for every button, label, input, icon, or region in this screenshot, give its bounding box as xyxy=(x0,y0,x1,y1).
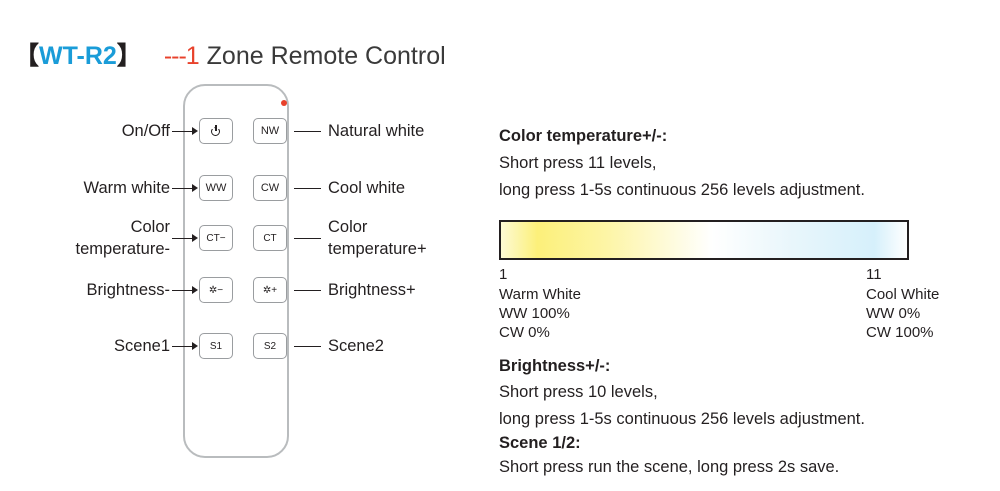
ct-line1: Short press 11 levels, xyxy=(499,154,657,172)
brightness-heading: Brightness+/-: xyxy=(499,357,611,375)
leader-brightness-minus xyxy=(172,290,193,291)
power-icon xyxy=(210,124,222,137)
title-model: WT-R2 xyxy=(39,42,117,70)
scene1-button[interactable]: S1 xyxy=(199,333,233,359)
scene-heading: Scene 1/2: xyxy=(499,434,581,452)
leader-on-off xyxy=(172,131,193,132)
color-temperature-gradient-bar xyxy=(499,220,909,260)
callout-warm-white: Warm white xyxy=(83,179,170,197)
callout-color-temperature-minus-line1: Color xyxy=(130,218,170,236)
scale-left-cw-value: CW 0% xyxy=(499,324,550,341)
leader-cool-white xyxy=(294,188,321,189)
title-dashes: --- xyxy=(163,42,187,70)
remote-body xyxy=(183,84,289,458)
leader-arrow-warm-white xyxy=(192,184,198,192)
callout-brightness-minus: Brightness- xyxy=(86,281,170,299)
leader-ct-minus xyxy=(172,238,193,239)
callout-scene1: Scene1 xyxy=(114,337,170,355)
leader-ct-plus xyxy=(294,238,321,239)
leader-arrow-ct-minus xyxy=(192,234,198,242)
scale-left-warm-white: Warm White xyxy=(499,286,581,303)
brightness-minus-button[interactable]: ✲− xyxy=(199,277,233,303)
scale-right-cool-white: Cool White xyxy=(866,286,940,303)
leader-arrow-brightness-minus xyxy=(192,286,198,294)
leader-scene2 xyxy=(294,346,321,347)
title-zone-count: 1 xyxy=(185,42,200,70)
warm-white-button[interactable]: WW xyxy=(199,175,233,201)
power-button[interactable] xyxy=(199,118,233,144)
callout-natural-white: Natural white xyxy=(328,122,425,140)
scale-left-number: 1 xyxy=(499,266,508,283)
title-bracket-open: 【 xyxy=(14,42,40,70)
callout-color-temperature-minus-line2: temperature- xyxy=(75,240,170,258)
scene-line1: Short press run the scene, long press 2s… xyxy=(499,458,840,476)
color-temperature-minus-button[interactable]: CT− xyxy=(199,225,233,251)
brightness-plus-button[interactable]: ✲+ xyxy=(253,277,287,303)
brightness-line1: Short press 10 levels, xyxy=(499,383,658,401)
callout-color-temperature-plus-line1: Color xyxy=(328,218,368,236)
callout-color-temperature-plus-line2: temperature+ xyxy=(328,240,427,258)
title-rest: Zone Remote Control xyxy=(199,42,446,70)
callout-on-off: On/Off xyxy=(121,122,170,140)
leader-brightness-plus xyxy=(294,290,321,291)
color-temperature-plus-button[interactable]: CT xyxy=(253,225,287,251)
callout-brightness-plus: Brightness+ xyxy=(328,281,416,299)
leader-arrow-scene1 xyxy=(192,342,198,350)
ct-line2: long press 1-5s continuous 256 levels ad… xyxy=(499,181,865,199)
scene2-button[interactable]: S2 xyxy=(253,333,287,359)
brightness-line2: long press 1-5s continuous 256 levels ad… xyxy=(499,410,865,428)
title-bracket-close: 】 xyxy=(116,42,142,70)
indicator-led-icon xyxy=(281,100,287,106)
leader-warm-white xyxy=(172,188,193,189)
scale-right-cw-value: CW 100% xyxy=(866,324,934,341)
scale-left-ww-value: WW 100% xyxy=(499,305,570,322)
leader-natural-white xyxy=(294,131,321,132)
leader-arrow-on-off xyxy=(192,127,198,135)
scale-right-number: 11 xyxy=(866,266,882,283)
scale-right-ww-value: WW 0% xyxy=(866,305,921,322)
leader-scene1 xyxy=(172,346,193,347)
callout-scene2: Scene2 xyxy=(328,337,384,355)
page-title: 【WT-R2】 ---1 Zone Remote Control xyxy=(14,36,446,72)
callout-cool-white: Cool white xyxy=(328,179,406,197)
cool-white-button[interactable]: CW xyxy=(253,175,287,201)
natural-white-button[interactable]: NW xyxy=(253,118,287,144)
ct-heading: Color temperature+/-: xyxy=(499,127,668,145)
